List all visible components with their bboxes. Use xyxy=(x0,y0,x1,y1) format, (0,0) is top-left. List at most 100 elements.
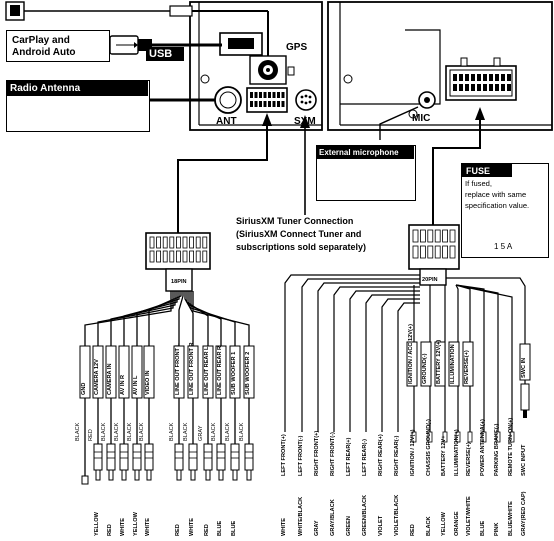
rca-plug-icon xyxy=(132,443,142,471)
wire-color-label: BLACK xyxy=(75,422,81,441)
radio-antenna-label: Radio Antenna xyxy=(7,81,148,96)
fuse-box: FUSE If fused, replace with same specifi… xyxy=(461,163,549,258)
speaker-wire-func: RIGHT REAR(-) xyxy=(394,435,400,476)
wire-tag xyxy=(462,341,474,387)
power-wire-color: RED xyxy=(410,524,416,536)
speaker-wire-func: RIGHT REAR(+) xyxy=(378,434,384,476)
power-wire-func: IGNITION / 12V(+) xyxy=(410,429,416,476)
speaker-wire-color: WHITE/BLACK xyxy=(298,496,304,536)
power-wire-func: REVERSE(+) xyxy=(466,442,472,476)
wire-color-label: BLACK xyxy=(183,422,189,441)
carplay-label-line2: Android Auto xyxy=(12,47,76,58)
rca-plug-icon xyxy=(106,443,116,471)
wire-tag xyxy=(420,341,432,387)
power-wire-func: BATTERY 12V+ xyxy=(441,435,447,476)
rca-plug-icon xyxy=(188,443,198,471)
wire-tag-label: LINE OUT FRONT L xyxy=(175,343,181,395)
wire-color-label: BLACK xyxy=(114,422,120,441)
power-wire-color: PINK xyxy=(494,522,500,536)
power-wire-color: BLUE/WHITE xyxy=(508,501,514,536)
wire-color-label: BLACK xyxy=(169,422,175,441)
rca-plug-icon xyxy=(174,443,184,471)
speaker-wire-func: LEFT REAR(-) xyxy=(362,439,368,476)
speaker-wire-color: GREEN xyxy=(346,516,352,536)
power-wire-color: ORANGE xyxy=(454,511,460,536)
screw-icon xyxy=(343,74,353,84)
sxm-label: SXM xyxy=(294,116,316,127)
wire-color-label: BLACK xyxy=(211,422,217,441)
wire-color-label: BLACK xyxy=(101,422,107,441)
wire-tag-label: LINE OUT REAR R xyxy=(217,345,223,395)
speaker-wire-func: RIGHT FRONT(-) xyxy=(330,432,336,476)
external-mic-label: External microphone xyxy=(317,146,414,159)
plug-color-label: BLUE xyxy=(231,520,237,536)
wire-color-label: GRAY xyxy=(198,425,204,441)
rca-plug-icon xyxy=(119,443,129,471)
wire-tag xyxy=(434,341,446,387)
wire-tag-label: LINE OUT FRONT R xyxy=(189,342,195,395)
plug-color-label: WHITE xyxy=(120,517,126,536)
ant-label: ANT xyxy=(216,116,237,127)
wire-tag-label: AV IN L xyxy=(133,375,139,395)
fuse-rating: 1 5 A xyxy=(494,242,513,251)
harness-20pin-connector xyxy=(408,224,460,270)
wire-tag-label: CAMERA 12V xyxy=(94,359,100,395)
plug-color-label: WHITE xyxy=(145,517,151,536)
wire-color-label: RED xyxy=(88,429,94,441)
power-wire-color: BLACK xyxy=(426,516,432,536)
power-wire-func: ILLUMINATION(+) xyxy=(454,429,460,476)
screw-icon xyxy=(200,74,210,84)
wire-color-label: BLACK xyxy=(139,422,145,441)
sirius-line1: SiriusXM Tuner Connection xyxy=(236,216,354,226)
plug-color-label: BLUE xyxy=(217,520,223,536)
fuse-text-line1: If fused, xyxy=(465,179,493,188)
wire-tag-label: CAMERA IN xyxy=(107,363,113,396)
power-wire-color: YELLOW xyxy=(441,512,447,536)
speaker-wire-color: GRAY/BLACK xyxy=(330,499,336,536)
speaker-wire-color: VIOLET/BLACK xyxy=(394,494,400,536)
radio-antenna-box: Radio Antenna xyxy=(6,80,150,132)
plug-color-label: RED xyxy=(107,524,113,536)
power-wire-func: CHASSIS GROUND(-) xyxy=(426,419,432,476)
wire-tag-label: SUB WOOFER 1 xyxy=(231,351,237,395)
rca-plug-icon xyxy=(93,443,103,471)
speaker-wire-color: GREEN/BLACK xyxy=(362,494,368,536)
wire-tag-label: VIDEO IN xyxy=(145,370,151,395)
rca-plug-icon xyxy=(144,443,154,471)
carplay-label-line1: CarPlay and xyxy=(12,35,70,46)
plug-color-label: WHITE xyxy=(189,517,195,536)
power-wire-color: BLUE xyxy=(480,520,486,536)
power-wire-color: VIOLET/WHITE xyxy=(466,496,472,536)
wire-tag-label: GROUND(-) xyxy=(422,353,428,384)
sxm-port xyxy=(295,89,317,111)
speaker-wire-func: LEFT FRONT(-) xyxy=(298,435,304,476)
wire-tag-label: IGNITION / ACC 12V(+) xyxy=(408,324,414,384)
wire-color-label: BLACK xyxy=(127,422,133,441)
harness-socket-left xyxy=(246,87,288,113)
rca-plug-icon xyxy=(244,443,254,471)
speaker-wire-color: WHITE xyxy=(281,517,287,536)
swc-plug-icon xyxy=(520,383,530,411)
rca-plug-icon xyxy=(203,443,213,471)
power-wire-color: GRAY(RED CAP) xyxy=(521,491,527,536)
carplay-label-box: CarPlay and Android Auto xyxy=(6,30,110,62)
sirius-box: SiriusXM Tuner Connection (SiriusXM Conn… xyxy=(232,213,380,259)
wire-color-label: BLACK xyxy=(225,422,231,441)
external-mic-box: External microphone xyxy=(316,145,416,201)
wire-tag-label: ILLUMINATION xyxy=(450,344,456,384)
rca-plug-icon xyxy=(230,443,240,471)
ring-terminal-icon xyxy=(81,475,89,485)
pin18-label: 18PIN xyxy=(171,279,187,285)
power-wire-func: PARKING BRAKE(-) xyxy=(494,423,500,476)
plug-color-label: YELLOW xyxy=(94,512,100,536)
wire-color-label: BLACK xyxy=(239,422,245,441)
speaker-wire-color: VIOLET xyxy=(378,515,384,536)
gps-label: GPS xyxy=(286,42,308,53)
wire-tag-label: LINE OUT REAR L xyxy=(204,346,210,395)
sirius-line3: subscriptions sold separately) xyxy=(236,242,367,252)
gps-cable-plug-icon xyxy=(169,5,193,17)
plug-color-label: RED xyxy=(204,524,210,536)
fuse-text-line3: specification value. xyxy=(465,201,530,210)
